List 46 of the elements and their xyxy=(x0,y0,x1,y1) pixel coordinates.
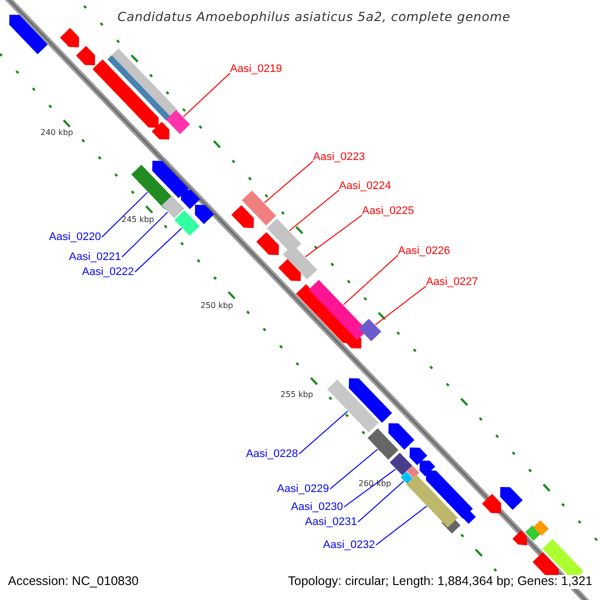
gene-bar xyxy=(368,428,398,460)
leader-line xyxy=(264,160,314,204)
gene-bar xyxy=(166,110,190,134)
gene-label: Aasi_0232 xyxy=(323,539,375,552)
gene-label: Aasi_0219 xyxy=(230,63,282,76)
gene-label: Aasi_0222 xyxy=(82,266,134,278)
gene-label: Aasi_0221 xyxy=(69,251,121,264)
leader-line xyxy=(134,228,182,272)
gene-bar xyxy=(242,190,276,226)
leader-line xyxy=(182,72,230,118)
gene-bar xyxy=(358,318,382,342)
gene-label: Aasi_0227 xyxy=(426,276,478,288)
leader-line xyxy=(298,410,348,454)
gene-bar xyxy=(406,474,458,528)
genome-stats-text: Topology: circular; Length: 1,884,364 bp; Genes: 1,321 xyxy=(288,575,592,589)
scale-label: 260 kbp xyxy=(358,480,392,488)
scale-label: 255 kbp xyxy=(280,390,314,400)
gene-label: Aasi_0229 xyxy=(277,483,329,496)
leader-line xyxy=(304,214,362,258)
leader-line xyxy=(102,192,148,238)
gene-bar xyxy=(174,210,200,236)
leader-line xyxy=(342,254,398,306)
gene-label: Aasi_0225 xyxy=(362,205,414,218)
leader-line xyxy=(376,506,428,546)
scale-label: 250 kbp xyxy=(200,302,234,310)
gene-label: Aasi_0220 xyxy=(49,231,101,244)
diagram-title: Candidatus Amoebophilus asiaticus 5a2, complete genome xyxy=(118,10,510,24)
gene-bar xyxy=(162,196,184,218)
leader-line xyxy=(288,190,340,232)
leader-line xyxy=(358,480,404,522)
scale-label: 240 kbp xyxy=(40,128,74,138)
gene-label: Aasi_0223 xyxy=(313,151,365,164)
scale-label: 245 kbp xyxy=(122,216,154,224)
leader-line xyxy=(344,468,396,508)
leader-line xyxy=(374,286,426,326)
gene-bar xyxy=(390,452,412,476)
gene-label: Aasi_0226 xyxy=(398,245,450,258)
gene-bar xyxy=(327,380,379,432)
leader-line xyxy=(122,212,168,258)
accession-text: Accession: NC_010830 xyxy=(8,575,139,589)
gene-label: Aasi_0228 xyxy=(246,448,298,460)
gene-label: Aasi_0231 xyxy=(305,516,357,528)
leader-line xyxy=(330,448,378,490)
gene-label: Aasi_0230 xyxy=(291,501,343,514)
gene-label: Aasi_0224 xyxy=(339,180,391,192)
gene-bar xyxy=(400,472,414,484)
